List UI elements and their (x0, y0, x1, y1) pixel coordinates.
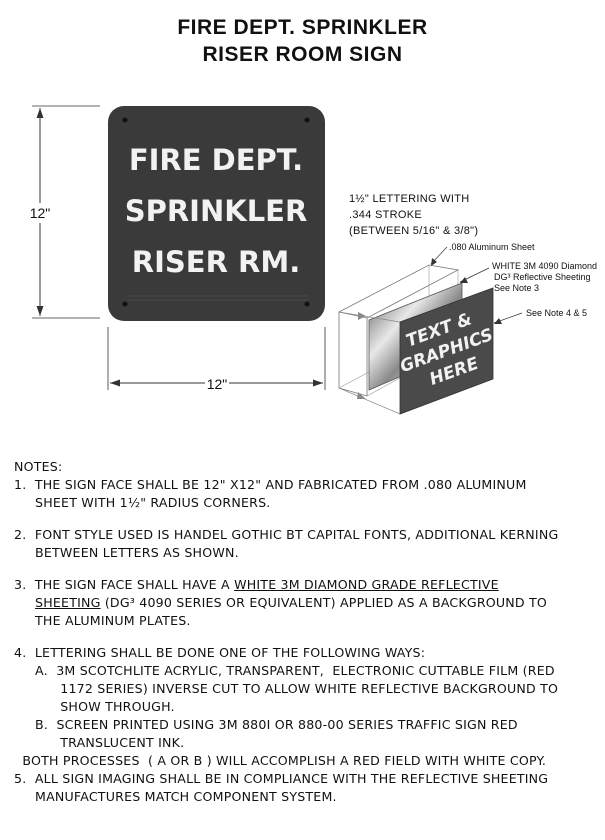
mount-hole (122, 301, 128, 307)
arrow-icon (357, 392, 366, 399)
arrow-icon (460, 277, 468, 283)
note-3-line-2: sheeting (DG³ 4090 series or equivalent)… (14, 594, 599, 612)
arrow-icon (36, 108, 44, 118)
note-1-line-2: sheet with 1½" radius corners. (14, 495, 271, 510)
arrow-icon (358, 312, 366, 320)
note-2-line-1: 2. Font style used is Handel Gothic BT c… (14, 527, 559, 542)
note-3-underlined-text: sheeting (35, 595, 101, 610)
sheeting-callout-line-3: See Note 3 (494, 283, 539, 293)
sign-line-2: SPRINKLER (125, 194, 308, 228)
lettering-callout-line-2: .344 STROKE (349, 209, 422, 221)
note-3-underlined-text: white 3M diamond grade reflective (234, 577, 499, 592)
note-both-processes: Both processes ( A or B ) will accomplis… (14, 753, 547, 768)
height-label: 12" (30, 205, 51, 221)
note-4-line-2: A. 3M Scotchlite acrylic, transparent, e… (14, 663, 555, 678)
notes-heading: NOTES: (14, 459, 63, 474)
note-5-line-1: 5. All sign imaging shall be in complian… (14, 771, 549, 786)
page-title-line-2: RISER ROOM SIGN (202, 43, 403, 66)
note-3-line-3: the aluminum plates. (14, 613, 191, 628)
arrow-icon (431, 258, 437, 266)
note-4-line-4: show through. (14, 699, 175, 714)
see-note-callout: See Note 4 & 5 (526, 308, 587, 318)
sign-line-3: RISER RM. (132, 245, 300, 279)
note-1-line-1: 1. The sign face shall be 12" X12" and f… (14, 477, 527, 492)
arrow-icon (36, 306, 44, 316)
notes-section: NOTES: 1. The sign face shall be 12" X12… (14, 458, 599, 806)
note-2-line-2: between letters as shown. (14, 545, 239, 560)
mount-hole (122, 117, 128, 123)
note-5-line-2: manufactures match component system. (14, 789, 337, 804)
arrow-icon (313, 379, 323, 387)
note-3-line-1: 3. The sign face shall have a white 3M d… (14, 576, 599, 594)
width-label: 12" (207, 376, 228, 392)
arrow-icon (494, 318, 502, 324)
sign-line-1: FIRE DEPT. (129, 143, 303, 177)
arrow-icon (110, 379, 120, 387)
note-3-text: 3. The sign face shall have a (14, 577, 235, 592)
note-4-line-6: translucent ink. (14, 735, 185, 750)
lettering-callout-line-3: (BETWEEN 5/16" & 3/8") (349, 225, 478, 237)
aluminum-callout: .080 Aluminum Sheet (449, 242, 535, 252)
note-4-line-3: 1172 series) inverse cut to allow white … (14, 681, 559, 696)
mount-hole (304, 301, 310, 307)
lettering-callout-line-1: 1½" LETTERING WITH (349, 193, 470, 205)
note-4-line-1: 4. Lettering shall be done one of the fo… (14, 645, 426, 660)
note-3-text: (DG³ 4090 series or equivalent) applied … (100, 595, 548, 610)
graphics-panel (399, 287, 494, 415)
sign-face (108, 106, 325, 321)
sheeting-callout-line-2: DG³ Reflective Sheeting (494, 272, 591, 282)
mount-hole (304, 117, 310, 123)
sheeting-callout-line-1: WHITE 3M 4090 Diamond (492, 261, 597, 271)
page-title-line-1: FIRE DEPT. SPRINKLER (177, 16, 428, 39)
note-4-line-5: B. Screen printed using 3M 880I or 880-0… (14, 717, 518, 732)
